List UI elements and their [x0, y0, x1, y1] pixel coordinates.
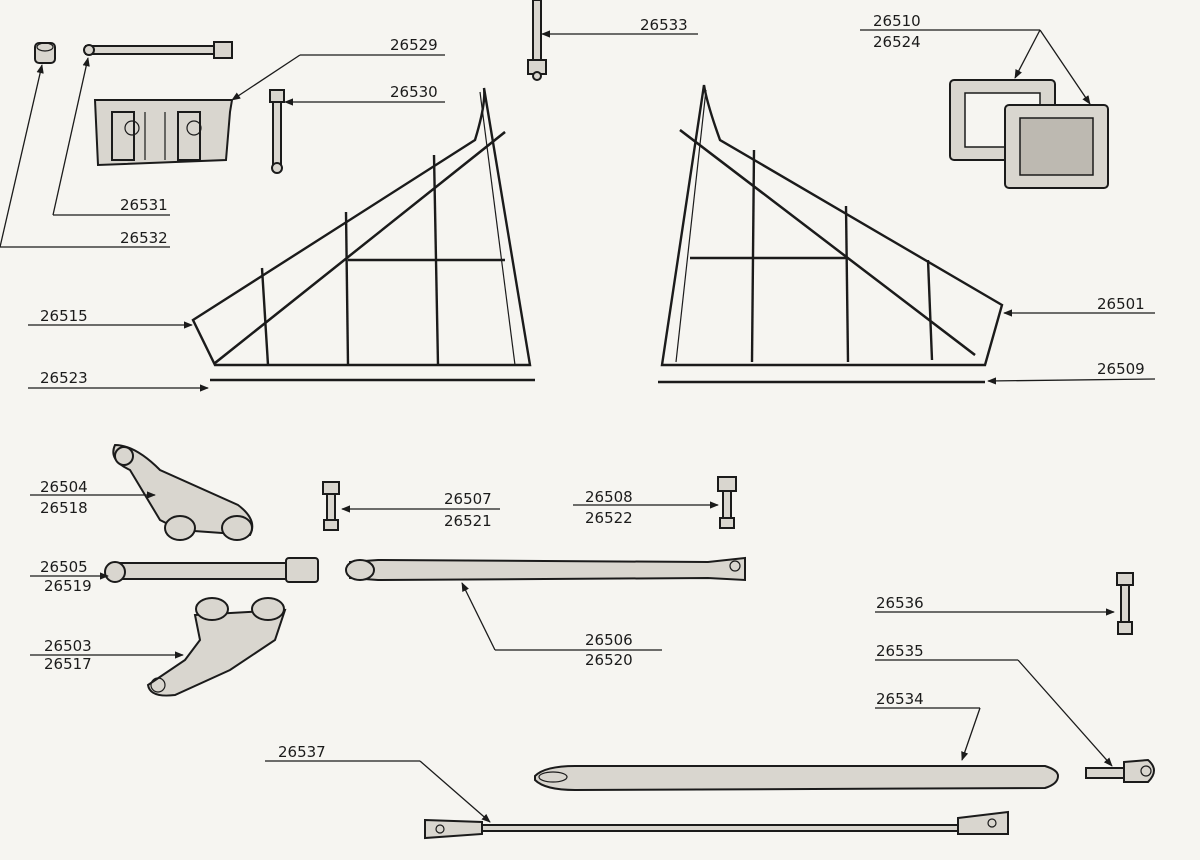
- label-26503: 26503: [44, 637, 92, 655]
- label-26501: 26501: [1097, 295, 1145, 313]
- label-26529: 26529: [390, 36, 438, 54]
- label-26510: 26510: [873, 12, 921, 30]
- tie-rod-part: [424, 810, 1009, 840]
- long-bolt-part: [83, 41, 233, 59]
- label-26504: 26504: [40, 478, 88, 496]
- upper-bracket-part: [112, 443, 254, 541]
- label-26515: 26515: [40, 307, 88, 325]
- lower-bracket-part: [146, 597, 287, 697]
- leader-lines: [0, 29, 1156, 823]
- small-bolt-right-part: [717, 476, 737, 529]
- label-26523: 26523: [40, 369, 88, 387]
- label-26524: 26524: [873, 33, 921, 51]
- long-strut-part: [345, 556, 746, 582]
- short-strut-part: [104, 557, 319, 583]
- rod-end-part: [1085, 758, 1155, 783]
- side-bolt-part: [1116, 572, 1134, 635]
- label-26530: 26530: [390, 83, 438, 101]
- label-26532: 26532: [120, 229, 168, 247]
- small-bolt-left-part: [322, 481, 340, 531]
- tapered-strut-part: [534, 765, 1060, 792]
- left-truss-frame: [191, 87, 535, 382]
- bushing-part: [34, 42, 56, 64]
- top-bolt-part: [527, 0, 547, 81]
- part-number-labels: 26529 26530 26531 26532 26533 26510 2652…: [40, 12, 1145, 761]
- label-26507: 26507: [444, 490, 492, 508]
- label-26517: 26517: [44, 655, 92, 673]
- inspection-frame-part: [949, 79, 1109, 189]
- vertical-bolt-part: [269, 89, 285, 174]
- label-26536: 26536: [876, 594, 924, 612]
- label-26505: 26505: [40, 558, 88, 576]
- label-26508: 26508: [585, 488, 633, 506]
- fitting-block-part: [93, 99, 234, 167]
- label-26522: 26522: [585, 509, 633, 527]
- label-26521: 26521: [444, 512, 492, 530]
- label-26531: 26531: [120, 196, 168, 214]
- right-truss-frame: [658, 84, 1004, 384]
- label-26535: 26535: [876, 642, 924, 660]
- label-26537: 26537: [278, 743, 326, 761]
- label-26518: 26518: [40, 499, 88, 517]
- label-26519: 26519: [44, 577, 92, 595]
- label-26533: 26533: [640, 16, 688, 34]
- label-26520: 26520: [585, 651, 633, 669]
- label-26506: 26506: [585, 631, 633, 649]
- label-26509: 26509: [1097, 360, 1145, 378]
- label-26534: 26534: [876, 690, 924, 708]
